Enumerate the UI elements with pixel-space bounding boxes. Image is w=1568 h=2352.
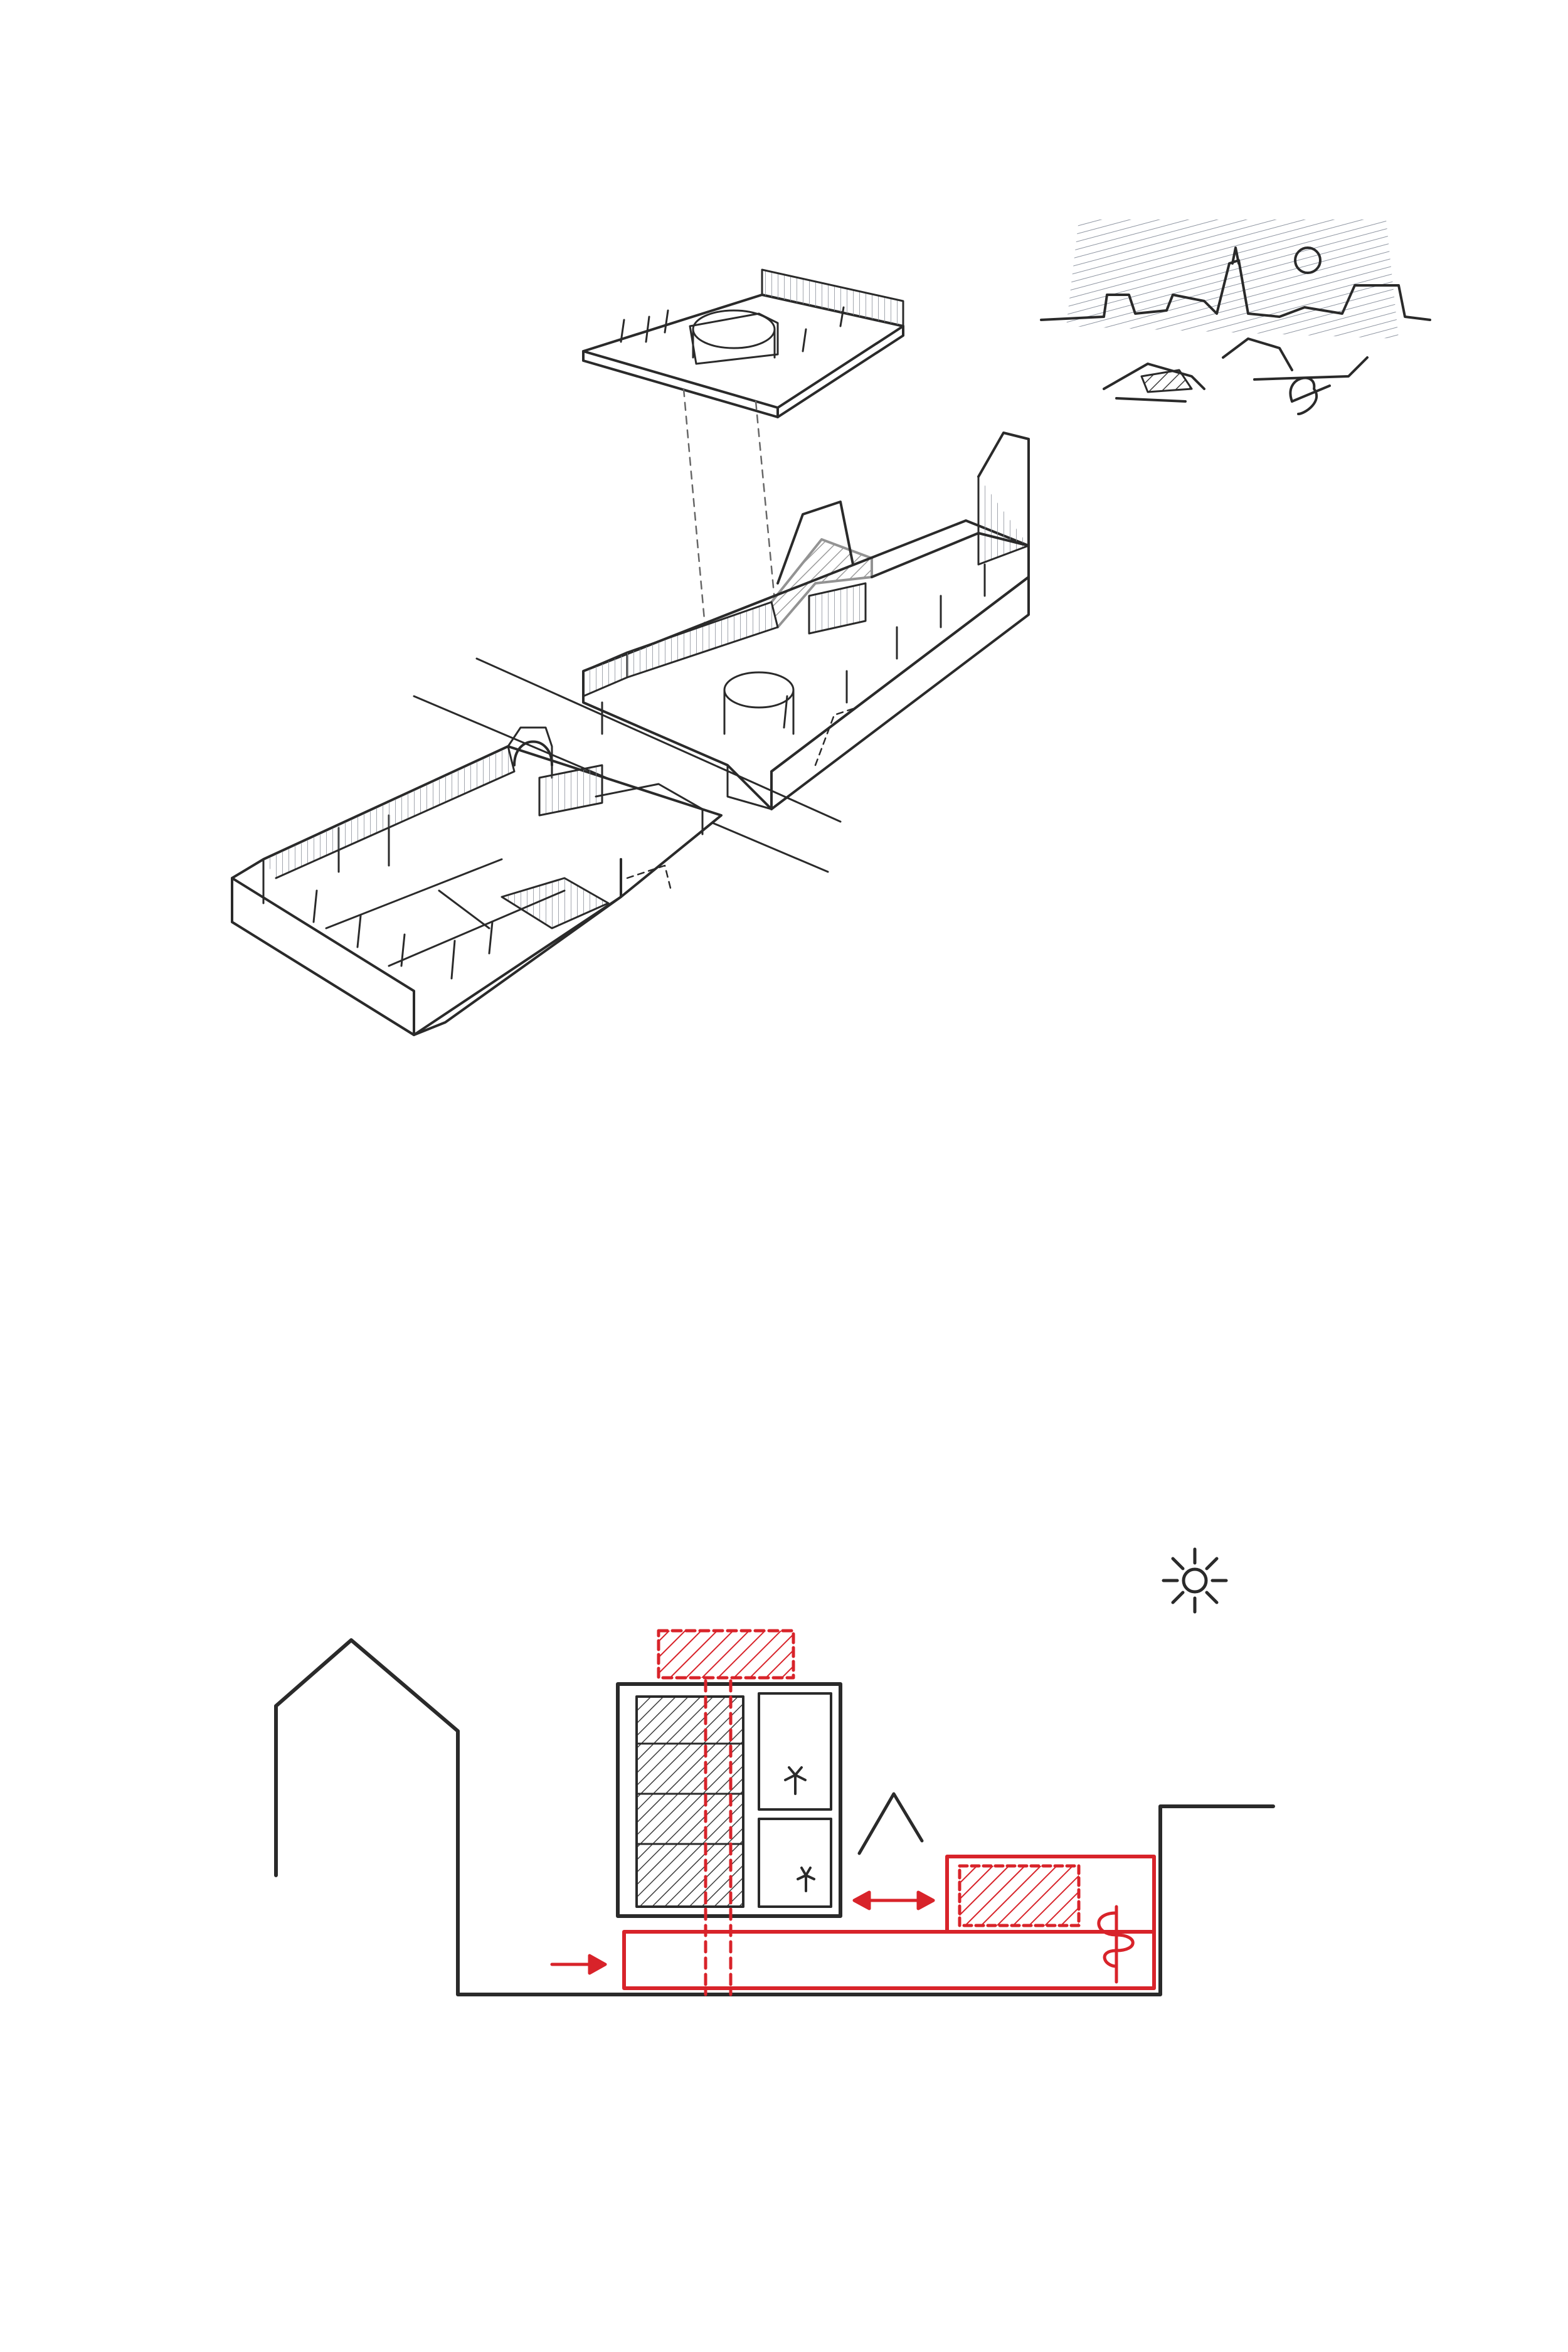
skyline-vignette <box>1040 220 1431 415</box>
tower-block <box>616 1682 842 1918</box>
annex-hatched-room <box>958 1864 1081 1927</box>
upper-building-volume <box>582 432 1030 810</box>
diagram-bottom <box>274 1547 1275 1996</box>
deck-platform <box>501 877 610 930</box>
plant-icon-upper <box>784 1766 807 1795</box>
rooftop-addition <box>657 1629 795 1680</box>
plant-icon-lower <box>797 1867 815 1892</box>
sun-symbol <box>1162 1547 1228 1614</box>
sketch-top <box>231 220 1431 1036</box>
tree-sketch <box>1289 376 1318 415</box>
vertical-core <box>704 1679 733 1996</box>
lower-roofs <box>1103 337 1369 403</box>
gable-left <box>776 501 854 585</box>
link-arrow <box>852 1890 935 1910</box>
projection-line <box>682 388 779 635</box>
arch-gate <box>513 740 553 766</box>
sun-icon-sketch <box>1294 246 1322 274</box>
ground-band <box>622 1930 1156 1990</box>
gable-right <box>977 432 1030 547</box>
tree-symbol <box>1097 1905 1135 1984</box>
skyline-outline <box>1040 259 1431 321</box>
access-arrow <box>550 1954 607 1975</box>
roof-terrace-plan <box>582 268 904 418</box>
neighbour-house-outline <box>274 1638 1275 1996</box>
lower-courtyard-block <box>231 726 723 1036</box>
courtyard-annex <box>945 1855 1156 1934</box>
roof-mark <box>857 1792 924 1855</box>
